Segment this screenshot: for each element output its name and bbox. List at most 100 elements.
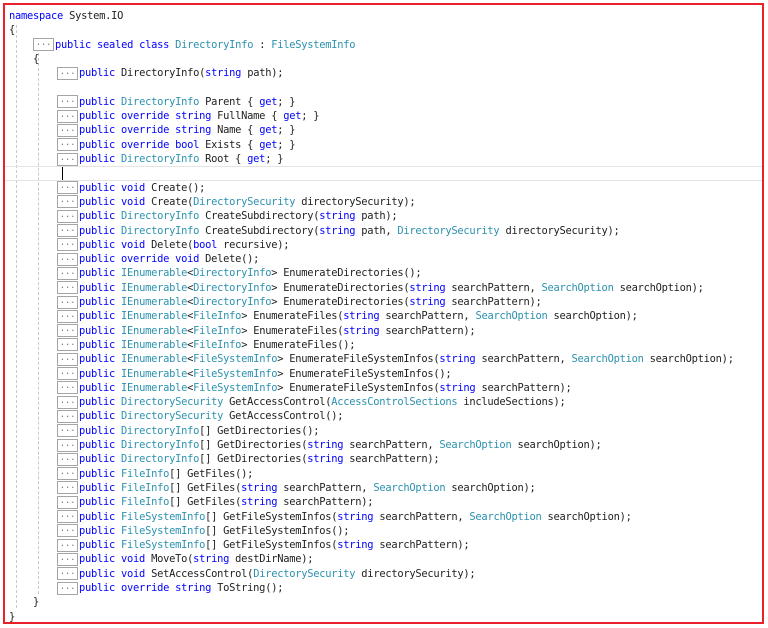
code-line[interactable]: ...public DirectoryInfo CreateSubdirecto…: [5, 224, 762, 238]
keyword-token: public: [79, 524, 122, 537]
keyword-token: string: [343, 324, 380, 337]
collapse-toggle-button[interactable]: ...: [57, 309, 78, 323]
collapse-toggle-button[interactable]: ...: [57, 181, 78, 195]
code-line-blank[interactable]: [5, 166, 762, 181]
collapse-toggle-button[interactable]: ...: [57, 409, 78, 423]
code-line[interactable]: ...public void Delete(bool recursive);: [5, 238, 762, 252]
code-line[interactable]: ...public IEnumerable<FileInfo> Enumerat…: [5, 324, 762, 338]
code-line[interactable]: ...public IEnumerable<DirectoryInfo> Enu…: [5, 266, 762, 280]
collapse-toggle-button[interactable]: ...: [57, 224, 78, 237]
collapse-toggle-button[interactable]: ...: [57, 266, 78, 280]
code-line[interactable]: ...public IEnumerable<DirectoryInfo> Enu…: [5, 295, 762, 309]
collapse-toggle-button[interactable]: ...: [57, 467, 78, 481]
code-line[interactable]: ...public FileInfo[] GetFiles(string sea…: [5, 495, 762, 509]
collapse-toggle-button[interactable]: ...: [57, 252, 78, 266]
collapse-toggle-button[interactable]: ...: [57, 138, 78, 152]
code-editor[interactable]: namespace System.IO{...public sealed cla…: [5, 7, 762, 624]
code-token: Delete(: [145, 238, 194, 251]
collapse-toggle-button[interactable]: ...: [57, 538, 78, 552]
type-token: FileSystemInfo: [193, 353, 278, 366]
code-line[interactable]: ...public override bool Exists { get; }: [5, 138, 762, 152]
collapse-toggle-button[interactable]: ...: [57, 495, 78, 509]
code-token: directorySecurity);: [295, 195, 416, 208]
code-line[interactable]: ...public override void Delete();: [5, 252, 762, 266]
collapse-toggle-button[interactable]: ...: [33, 38, 54, 52]
code-line[interactable]: namespace System.IO: [5, 9, 762, 23]
code-line[interactable]: ...public FileInfo[] GetFiles();: [5, 467, 762, 481]
code-line[interactable]: ...public DirectoryInfo(string path);: [5, 66, 762, 80]
collapse-toggle-button[interactable]: ...: [57, 367, 78, 380]
keyword-token: public void: [79, 238, 146, 251]
code-line[interactable]: ...public override string ToString();: [5, 581, 762, 595]
keyword-token: public: [79, 67, 116, 80]
keyword-token: public void: [79, 553, 146, 566]
code-line[interactable]: ...public void SetAccessControl(Director…: [5, 567, 762, 581]
keyword-token: get: [259, 124, 278, 137]
collapse-toggle-button[interactable]: ...: [57, 381, 78, 395]
code-line[interactable]: ...public void Create(DirectorySecurity …: [5, 195, 762, 209]
code-line[interactable]: ...public DirectoryInfo Parent { get; }: [5, 95, 762, 109]
code-line[interactable]: ...public FileSystemInfo[] GetFileSystem…: [5, 510, 762, 524]
code-line[interactable]: ...public sealed class DirectoryInfo : F…: [5, 38, 762, 52]
code-line[interactable]: ...public DirectoryInfo[] GetDirectories…: [5, 438, 762, 452]
type-token: DirectoryInfo: [193, 281, 272, 294]
collapse-toggle-button[interactable]: ...: [57, 338, 78, 352]
code-line[interactable]: ...public DirectoryInfo[] GetDirectories…: [5, 452, 762, 466]
collapse-toggle-button[interactable]: ...: [57, 552, 78, 566]
collapse-toggle-button[interactable]: ...: [57, 438, 78, 452]
collapse-toggle-button[interactable]: ...: [57, 152, 78, 166]
code-line[interactable]: ...public FileSystemInfo[] GetFileSystem…: [5, 524, 762, 538]
keyword-token: string: [439, 381, 476, 394]
collapse-toggle-button[interactable]: ...: [57, 567, 78, 581]
code-line[interactable]: ...public DirectorySecurity GetAccessCon…: [5, 409, 762, 423]
collapse-toggle-button[interactable]: ...: [57, 109, 78, 123]
code-line[interactable]: ...public override string FullName { get…: [5, 109, 762, 123]
code-line[interactable]: ...public FileSystemInfo[] GetFileSystem…: [5, 538, 762, 552]
code-line[interactable]: {: [5, 23, 762, 37]
code-line[interactable]: }: [5, 595, 762, 609]
code-line[interactable]: ...public IEnumerable<FileSystemInfo> En…: [5, 367, 762, 381]
collapse-toggle-button[interactable]: ...: [57, 66, 78, 80]
code-line[interactable]: ...public void Create();: [5, 181, 762, 195]
keyword-token: get: [283, 110, 302, 123]
collapse-toggle-button[interactable]: ...: [57, 424, 78, 438]
collapse-toggle-button[interactable]: ...: [57, 238, 78, 252]
collapse-toggle-button[interactable]: ...: [57, 209, 78, 223]
collapse-toggle-button[interactable]: ...: [57, 123, 78, 137]
code-line[interactable]: ...public IEnumerable<FileSystemInfo> En…: [5, 381, 762, 395]
collapse-toggle-button[interactable]: ...: [57, 352, 78, 366]
code-token: searchOption);: [643, 353, 734, 366]
code-token: searchOption);: [613, 281, 704, 294]
code-line[interactable]: ...public override string Name { get; }: [5, 123, 762, 137]
collapse-toggle-button[interactable]: ...: [57, 324, 78, 338]
collapse-toggle-button[interactable]: ...: [57, 95, 78, 109]
code-token: searchPattern);: [445, 296, 542, 308]
code-token: [] GetDirectories(: [199, 453, 308, 466]
collapse-toggle-button[interactable]: ...: [57, 481, 78, 495]
collapse-toggle-button[interactable]: ...: [57, 295, 78, 309]
code-line[interactable]: ...public IEnumerable<FileSystemInfo> En…: [5, 352, 762, 366]
collapse-toggle-button[interactable]: ...: [57, 524, 78, 538]
code-line[interactable]: ...public void MoveTo(string destDirName…: [5, 552, 762, 566]
keyword-token: string: [409, 296, 446, 308]
collapse-toggle-button[interactable]: ...: [57, 581, 78, 595]
keyword-token: get: [259, 95, 278, 108]
code-line[interactable]: {: [5, 52, 762, 66]
collapse-toggle-button[interactable]: ...: [57, 510, 78, 523]
code-line-blank[interactable]: [5, 81, 762, 95]
code-line[interactable]: ...public DirectorySecurity GetAccessCon…: [5, 395, 762, 409]
code-line[interactable]: ...public DirectoryInfo[] GetDirectories…: [5, 424, 762, 438]
code-line[interactable]: ...public DirectoryInfo CreateSubdirecto…: [5, 209, 762, 223]
type-token: DirectorySecurity: [121, 410, 224, 423]
code-line[interactable]: ...public DirectoryInfo Root { get; }: [5, 152, 762, 166]
code-token: path,: [355, 224, 398, 237]
code-line[interactable]: ...public FileInfo[] GetFiles(string sea…: [5, 481, 762, 495]
collapse-toggle-button[interactable]: ...: [57, 395, 78, 409]
collapse-toggle-button[interactable]: ...: [57, 281, 78, 295]
code-line[interactable]: ...public IEnumerable<DirectoryInfo> Enu…: [5, 281, 762, 295]
collapse-toggle-button[interactable]: ...: [57, 195, 78, 209]
collapse-toggle-button[interactable]: ...: [57, 452, 78, 466]
code-line[interactable]: ...public IEnumerable<FileInfo> Enumerat…: [5, 338, 762, 352]
code-line[interactable]: ...public IEnumerable<FileInfo> Enumerat…: [5, 309, 762, 323]
code-line[interactable]: }: [5, 610, 762, 624]
